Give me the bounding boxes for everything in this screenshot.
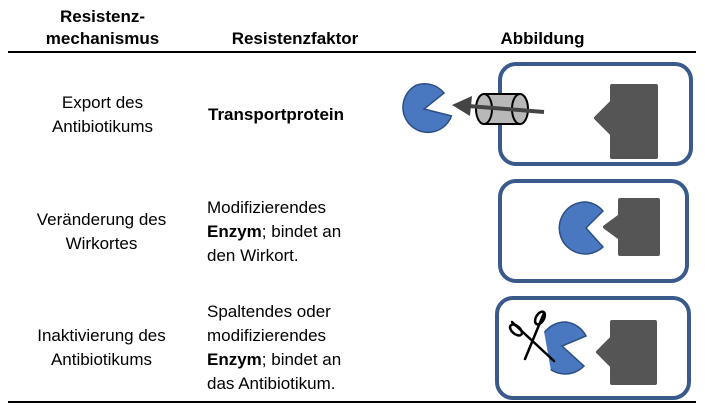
row1-factor: Transportprotein (208, 105, 345, 124)
row3-factor: Spaltendes oder modifizierendes Enzym; b… (207, 300, 341, 396)
row2-factor: Modifizierendes Enzym; bindet an den Wir… (207, 196, 341, 268)
row3-factor-bold: Enzym (207, 350, 262, 369)
row3-mechanism-line2: Antibiotikums (50, 350, 153, 369)
row2-factor-bold: Enzym (207, 222, 262, 241)
header-rule (8, 51, 696, 53)
header-factor: Resistenzfaktor (231, 29, 359, 48)
row3-factor-line2: modifizierendes (207, 326, 327, 345)
header-mechanism: Resistenz- mechanismus (10, 6, 195, 50)
row3-scissors-icon (508, 310, 556, 363)
row2-factor-line2: Enzym; bindet an (207, 220, 341, 244)
row1-cell-outline (498, 62, 693, 166)
row3-factor-line3-rest: ; bindet an (261, 350, 342, 369)
row3-factor-line4: das Antibiotikum. (207, 374, 336, 393)
row2-antibiotic-pacman-icon (558, 201, 605, 255)
row3-mechanism-line1: Inaktivierung des (37, 326, 166, 345)
row3-target-site-icon (596, 320, 657, 385)
row1-export-arrow-icon (452, 96, 545, 116)
row1-mechanism-line2: Antibiotikums (51, 117, 154, 136)
row2-factor-line1: Modifizierendes (207, 198, 327, 217)
header-figure: Abbildung (500, 29, 585, 48)
header-mechanism-line1: Resistenz- (59, 7, 146, 26)
header-mechanism-line2: mechanismus (45, 29, 160, 48)
row1-mechanism-line1: Export des (61, 93, 144, 112)
row3-factor-line3: Enzym; bindet an (207, 348, 341, 372)
bottom-rule (8, 401, 696, 403)
row3-cleavage-gap (531, 314, 551, 372)
row2-mechanism: Veränderung des Wirkortes (0, 208, 203, 256)
row2-target-site-icon (603, 198, 660, 256)
row3-mechanism: Inaktivierung des Antibiotikums (0, 324, 203, 372)
row1-mechanism: Export des Antibiotikums (5, 91, 200, 139)
row2-mechanism-line1: Veränderung des (36, 210, 167, 229)
row1-target-site-icon (594, 84, 658, 159)
row2-factor-line2-rest: ; bindet an (261, 222, 342, 241)
row2-mechanism-line2: Wirkortes (65, 234, 138, 253)
row3-factor-line1: Spaltendes oder (207, 302, 331, 321)
row1-antibiotic-pacman-icon (402, 83, 453, 134)
row2-factor-line3: den Wirkort. (207, 246, 299, 265)
row3-antibiotic-pacman-icon (538, 321, 588, 375)
row3-cell-outline (495, 296, 691, 400)
